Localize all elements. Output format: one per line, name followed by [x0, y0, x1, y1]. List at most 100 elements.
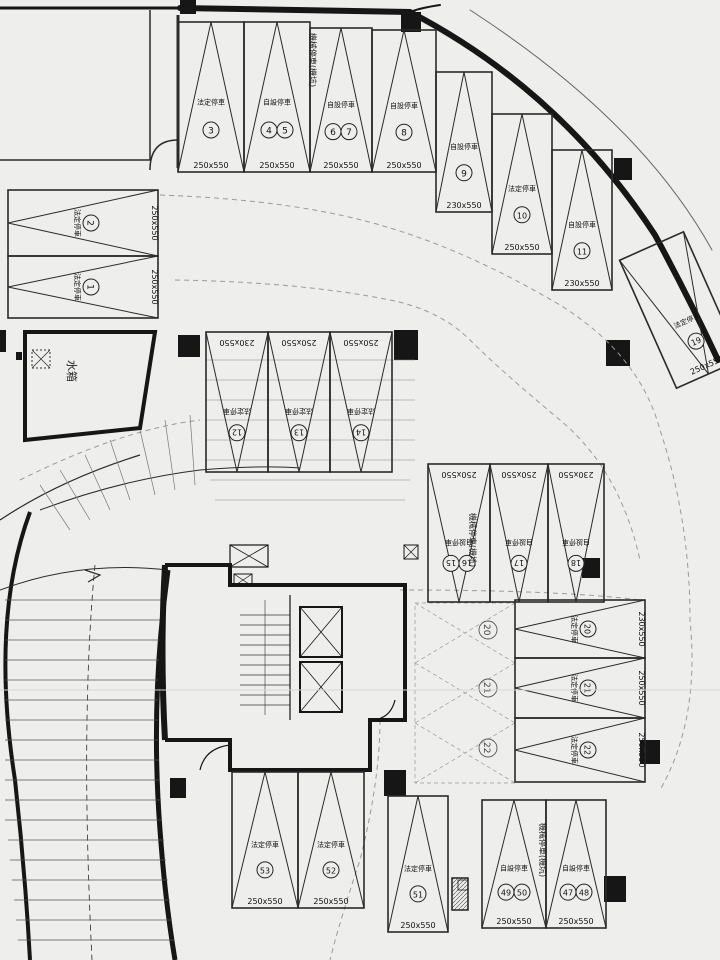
- lane-marker-22-circle: [478, 738, 498, 758]
- water-tank-label: 水箱: [65, 360, 79, 382]
- space-label: 法定停車: [404, 864, 432, 873]
- space-number: 47: [563, 889, 573, 898]
- space-number: 48: [579, 889, 589, 898]
- structural-columns: [0, 0, 660, 902]
- space-triangle: [205, 331, 269, 473]
- space-number: 21: [583, 683, 592, 693]
- space-number: 16: [462, 558, 472, 567]
- space-dimension: 230x550: [564, 279, 599, 288]
- space-triangle: [514, 599, 646, 659]
- space-number: 3: [208, 127, 214, 137]
- space-dimension: 250x550: [259, 161, 294, 170]
- space-label: 法定停車: [73, 209, 82, 237]
- space-number: 10: [517, 211, 527, 220]
- lane-markers: 20 21 22: [478, 620, 498, 758]
- space-triangle: [547, 463, 605, 603]
- parking-space-9: 9 自設停車 230x550: [435, 71, 493, 213]
- space-number-circle: [322, 861, 340, 879]
- space-number: 2: [85, 220, 95, 226]
- space-number: 49: [501, 889, 511, 898]
- space-number: 11: [577, 247, 587, 256]
- space-number-circle: [340, 123, 358, 141]
- space-number-circle: [82, 278, 100, 296]
- space-dimension: 250x550: [281, 338, 316, 347]
- space-label: 自設停車: [500, 863, 528, 872]
- shaft-box: [457, 879, 469, 891]
- space-triangle: [489, 463, 549, 603]
- space-label: 自設停車: [562, 863, 590, 872]
- space-number-circle: [82, 214, 100, 232]
- space-dimension: 230x550: [219, 338, 254, 347]
- space-number: 6: [330, 128, 336, 138]
- space-dimension: 250x550: [150, 269, 159, 304]
- space-number-circle: [290, 424, 308, 442]
- space-number: 53: [260, 866, 270, 875]
- space-number-circle: [687, 332, 705, 350]
- space-number: 50: [517, 889, 527, 898]
- space-triangle: [387, 795, 449, 933]
- space-label: 自設停車: [390, 101, 418, 110]
- space-dimension: 250x550: [504, 243, 539, 252]
- space-dimension: 250x550: [501, 470, 536, 479]
- lane-marker-21: 21: [481, 682, 491, 693]
- space-number-circle: [395, 123, 413, 141]
- space-dimension: 230x550: [558, 470, 593, 479]
- space-label: 法定停車: [570, 736, 579, 764]
- shaft-marker: [451, 877, 469, 911]
- space-number: 22: [583, 745, 592, 755]
- space-number: 17: [514, 558, 524, 567]
- space-triangle: [243, 21, 311, 173]
- space-triangle: [7, 255, 159, 319]
- space-label: 自設停車: [263, 98, 291, 107]
- space-triangle: [481, 799, 547, 929]
- space-label: 法定停車: [73, 273, 82, 301]
- space-label: 法定停車: [197, 98, 225, 107]
- space-number-circle: [575, 883, 593, 901]
- space-triangle: [514, 657, 646, 719]
- space-dimension: 250x550: [400, 921, 435, 930]
- space-number-circle: [256, 861, 274, 879]
- space-number: 7: [346, 128, 352, 138]
- space-label: 自設停車: [562, 538, 590, 547]
- space-triangle: [267, 331, 331, 473]
- space-number: 19: [690, 335, 703, 347]
- mech-pit-label: 機械停車(機坑): [468, 513, 478, 567]
- space-triangle: [545, 799, 607, 929]
- space-triangle: [7, 189, 159, 257]
- space-dimension: 250x550: [637, 732, 646, 767]
- lane-marker-20-circle: [478, 620, 498, 640]
- space-number-circle: [352, 424, 370, 442]
- parking-space-18: 18 自設停車 230x550: [547, 463, 605, 603]
- space-number: 8: [401, 129, 407, 139]
- space-number: 18: [571, 558, 581, 567]
- space-number: 1: [85, 284, 95, 290]
- space-triangle: [309, 27, 373, 173]
- space-label: 自設停車: [450, 142, 478, 151]
- space-label: 法定停車: [570, 674, 579, 702]
- space-number: 9: [461, 169, 467, 179]
- space-dimension: 230x550: [446, 201, 481, 210]
- space-dimension: 250x550: [441, 470, 476, 479]
- space-number-circle: [276, 121, 294, 139]
- space-number-circle: [510, 554, 528, 572]
- space-number: 14: [356, 427, 366, 436]
- space-number-circle: [573, 242, 591, 260]
- space-triangle: [427, 463, 491, 603]
- space-triangle: [619, 231, 709, 375]
- space-label: 法定停車: [570, 615, 579, 643]
- mech-pit-label: 機械停車(機坑): [308, 33, 318, 87]
- space-triangle: [514, 717, 646, 783]
- space-label: 自設停車: [327, 100, 355, 109]
- lane-marker-21-circle: [478, 678, 498, 698]
- space-label: 自設停車: [445, 538, 473, 547]
